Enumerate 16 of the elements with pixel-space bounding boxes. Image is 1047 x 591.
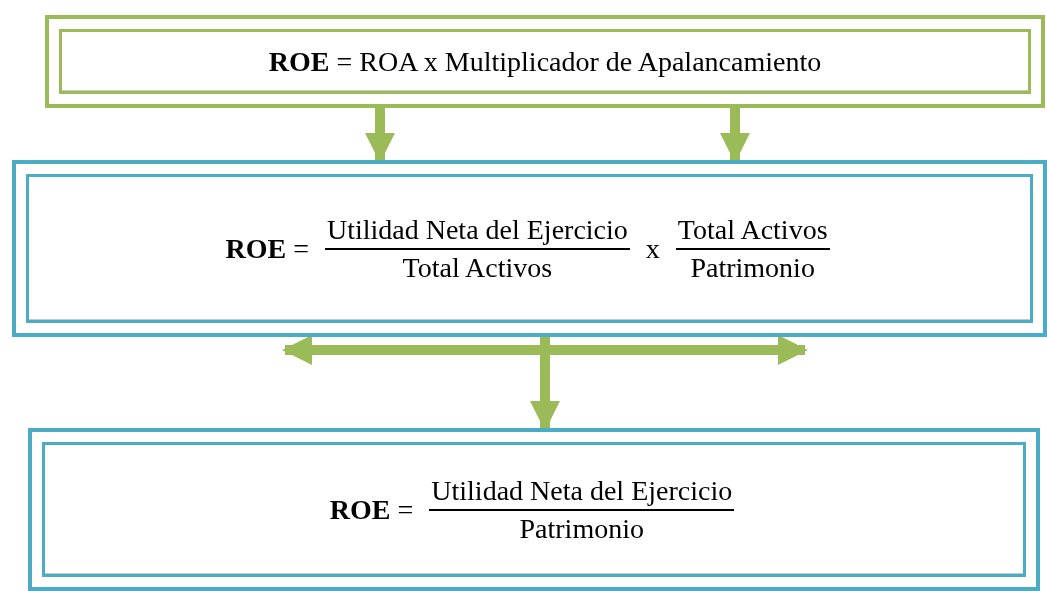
operator-text: x bbox=[645, 232, 660, 265]
numerator-text: Total Activos bbox=[675, 213, 830, 250]
arrow bbox=[365, 108, 395, 163]
formula-text: ROE = bbox=[329, 493, 414, 526]
denominator-text: Patrimonio bbox=[519, 511, 644, 545]
arrow bbox=[720, 108, 750, 163]
formula-text: ROE = ROA x Multiplicador de Apalancamiento bbox=[268, 45, 822, 78]
formula-box bbox=[45, 15, 1045, 108]
numerator-text: Utilidad Neta del Ejercicio bbox=[324, 213, 630, 250]
formula-box bbox=[28, 428, 1040, 591]
numerator-text: Utilidad Neta del Ejercicio bbox=[429, 474, 735, 511]
formula-box bbox=[12, 160, 1047, 337]
denominator-text: Total Activos bbox=[402, 250, 553, 284]
arrow bbox=[530, 337, 560, 431]
formula-text: ROE = bbox=[225, 232, 309, 265]
denominator-text: Patrimonio bbox=[690, 250, 815, 284]
